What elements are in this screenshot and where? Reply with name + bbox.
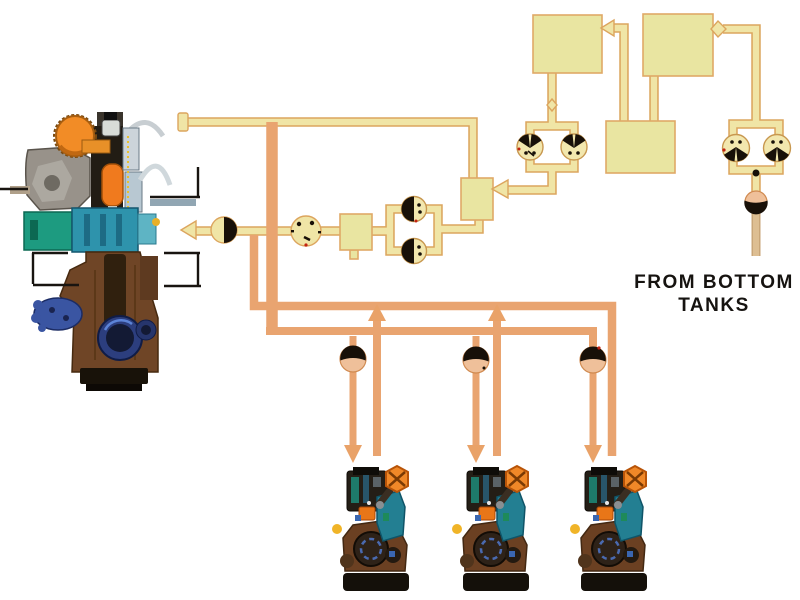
heater-box	[460, 177, 494, 221]
generator-engine-1	[332, 466, 409, 591]
middle-tank	[605, 120, 676, 174]
orange-pipes	[249, 122, 617, 456]
main-line-shutoff-valve	[210, 216, 238, 244]
pump-outlet-dot	[752, 169, 760, 177]
return2-up-arrow	[488, 304, 506, 321]
booster-pump-bottom	[400, 237, 428, 265]
booster-pump-top	[400, 195, 428, 223]
into-tank2-diamond	[710, 19, 727, 39]
supply-header-pipe	[266, 327, 597, 348]
cream-pipes	[177, 28, 779, 251]
transfer-pump-pair-left	[516, 133, 588, 161]
tank-top-right	[642, 13, 714, 77]
supply-valve-engine-3	[579, 346, 607, 374]
h1-end-cap	[177, 112, 189, 132]
return-header-pipe	[249, 235, 617, 456]
supply1-down-arrow	[344, 445, 362, 463]
tank1-drop-fitting	[546, 97, 558, 113]
transfer-pump-pair-right	[721, 133, 792, 177]
filter-box	[339, 213, 373, 251]
tank-top-left	[532, 14, 603, 74]
supply-valve-engine-1	[339, 345, 367, 373]
from-bottom-tanks-label: FROM BOTTOM TANKS	[634, 272, 794, 316]
booster-pump-pair	[400, 195, 428, 265]
bottom-tanks-suction-valve	[744, 190, 768, 215]
flow-arrows	[179, 18, 727, 463]
flow-meter	[290, 215, 322, 247]
into-tank1-arrow	[599, 18, 615, 38]
return1-up-arrow	[368, 304, 386, 321]
filter-drain-stub	[349, 249, 359, 260]
supply3-down-arrow	[584, 445, 602, 463]
generator-engine-2	[452, 466, 529, 591]
supply-valve-engine-2	[462, 346, 490, 374]
main-engine-illustration	[10, 112, 196, 391]
engine-mounting-rails	[0, 167, 201, 288]
generator-engine-3	[570, 466, 647, 591]
into-heater-arrow	[490, 178, 509, 200]
supply2-down-arrow	[467, 445, 485, 463]
to-main-engine-arrow	[179, 219, 197, 241]
